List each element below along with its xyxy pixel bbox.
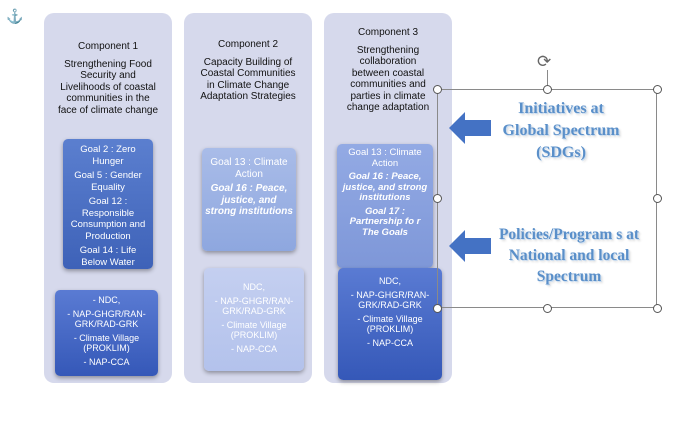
program-item: - NAP-CCA	[230, 343, 277, 354]
goal-item: Goal 16 : Peace, justice, and strong ins…	[342, 171, 428, 203]
national-spectrum-callout: Policies/Program s at National and local…	[498, 226, 640, 285]
resize-handle-left[interactable]	[433, 194, 442, 203]
program-item: - Climate Village (PROKLIM)	[357, 313, 423, 335]
component-1-header: Component 1 Strengthening Food Security …	[44, 41, 172, 116]
goal-item: Goal 2 : Zero Hunger	[80, 144, 136, 167]
goal-item: Goal 13 : Climate Action	[348, 147, 422, 169]
anchor-icon: ⚓	[6, 8, 24, 24]
goal-item: Goal 14 : Life Below Water	[79, 245, 137, 268]
resize-handle-top-left[interactable]	[433, 85, 442, 94]
national-programs-box: - NDC, - NAP-GHGR/RAN-GRK/RAD-GRK - Clim…	[55, 290, 158, 376]
goal-item: Goal 12 : Responsible Consumption and Pr…	[70, 196, 146, 242]
program-item: - NAP-CCA	[83, 356, 130, 367]
program-item: - Climate Village (PROKLIM)	[73, 332, 140, 354]
goal-item: Goal 17 : Partnership fo r The Goals	[349, 205, 421, 238]
goal-item: Goal 13 : Climate Action	[210, 157, 288, 180]
arrow-left-icon	[449, 230, 491, 262]
arrow-left-icon	[449, 112, 491, 144]
goal-item: Goal 16 : Peace, justice, and strong ins…	[205, 183, 293, 217]
component-description: Strengthening Food Security and Liveliho…	[57, 58, 159, 116]
program-item: - NAP-CCA	[366, 337, 413, 348]
component-title: Component 1	[77, 41, 139, 52]
component-description: Capacity Building of Coastal Communities…	[200, 56, 296, 103]
rotate-handle-icon[interactable]: ⟳	[537, 52, 552, 71]
component-title: Component 3	[357, 27, 419, 38]
program-item: - NAP-GHGR/RAN-GRK/RAD-GRK	[67, 308, 146, 330]
sdg-goals-box: Goal 2 : Zero Hunger Goal 5 : Gender Equ…	[63, 139, 153, 269]
component-3-column: Component 3 Strengthening collaboration …	[324, 13, 452, 383]
resize-handle-bottom-right[interactable]	[653, 304, 662, 313]
sdg-goals-box: Goal 13 : Climate Action Goal 16 : Peace…	[202, 148, 296, 251]
goal-item: Goal 5 : Gender Equality	[74, 170, 142, 193]
component-3-header: Component 3 Strengthening collaboration …	[324, 27, 452, 114]
resize-handle-bottom-left[interactable]	[433, 304, 442, 313]
program-item: - NAP-GHGR/RAN-GRK/RAD-GRK	[214, 295, 294, 317]
component-title: Component 2	[217, 39, 279, 50]
component-2-column: Component 2 Capacity Building of Coastal…	[184, 13, 312, 383]
national-programs-box: NDC, - NAP-GHGR/RAN-GRK/RAD-GRK - Climat…	[204, 268, 304, 371]
resize-handle-top[interactable]	[543, 85, 552, 94]
rotate-handle-connector	[547, 70, 548, 89]
resize-handle-bottom[interactable]	[543, 304, 552, 313]
program-item: - Climate Village (PROKLIM)	[221, 319, 287, 341]
component-1-column: Component 1 Strengthening Food Security …	[44, 13, 172, 383]
component-2-header: Component 2 Capacity Building of Coastal…	[184, 39, 312, 103]
program-item: NDC,	[243, 282, 265, 292]
national-programs-box: NDC, - NAP-GHGR/RAN-GRK/RAD-GRK - Climat…	[338, 268, 442, 380]
sdg-goals-box: Goal 13 : Climate Action Goal 16 : Peace…	[337, 144, 433, 268]
resize-handle-top-right[interactable]	[653, 85, 662, 94]
component-description: Strengthening collaboration between coas…	[346, 44, 430, 114]
program-item: - NDC,	[92, 295, 121, 305]
program-item: - NAP-GHGR/RAN-GRK/RAD-GRK	[350, 289, 430, 311]
program-item: NDC,	[379, 276, 401, 286]
resize-handle-right[interactable]	[653, 194, 662, 203]
global-spectrum-callout: Initiatives at Global Spectrum (SDGs)	[502, 100, 620, 161]
